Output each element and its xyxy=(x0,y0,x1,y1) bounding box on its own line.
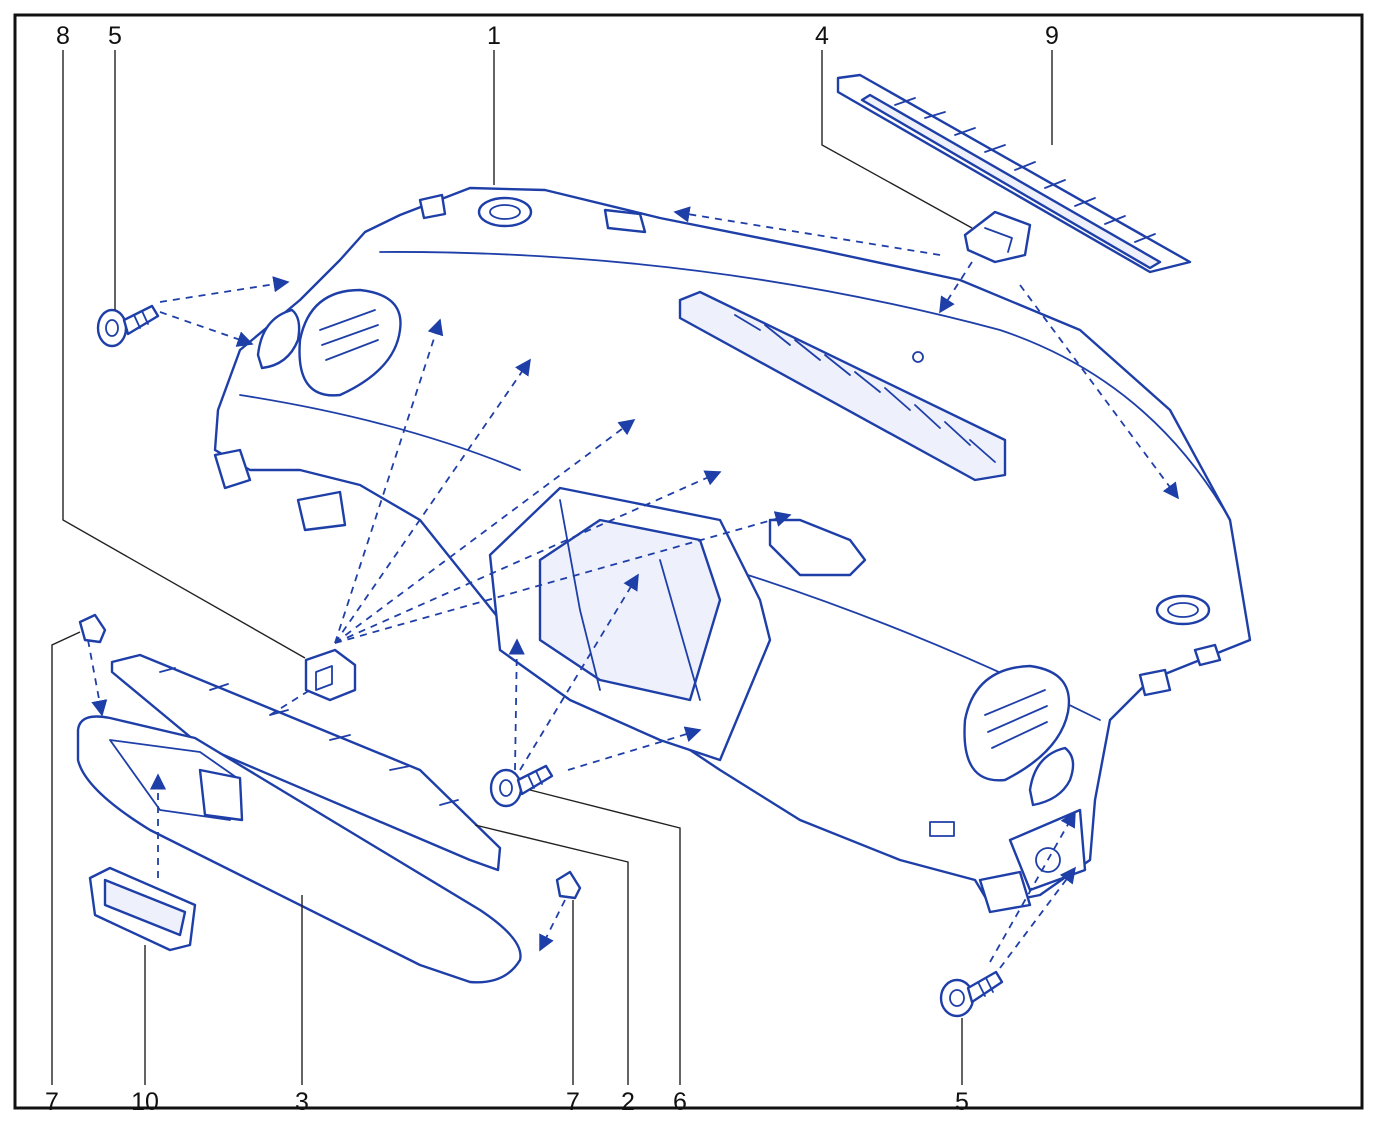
clip-part xyxy=(963,210,1032,264)
trim-strip-part xyxy=(110,653,502,872)
storage-pocket-part xyxy=(88,866,197,952)
callout-7-left: 7 xyxy=(45,1088,59,1116)
callout-labels: 1 4 9 8 5 7 10 3 7 2 6 5 xyxy=(45,22,1059,1116)
callout-5-top: 5 xyxy=(108,22,122,50)
callout-2: 2 xyxy=(621,1088,635,1116)
leader-lines xyxy=(51,50,1053,1085)
callout-4: 4 xyxy=(815,22,829,50)
callout-5-bottom: 5 xyxy=(955,1088,969,1116)
diagram-border xyxy=(13,13,1364,1110)
callout-3: 3 xyxy=(295,1088,309,1116)
clip-nut-part xyxy=(304,648,357,702)
callout-6: 6 xyxy=(673,1088,687,1116)
callout-10: 10 xyxy=(131,1088,159,1116)
screw-centre xyxy=(489,764,554,808)
clip-right xyxy=(555,870,582,900)
assembly-lines xyxy=(87,206,1179,969)
screw-top-left xyxy=(96,304,160,348)
lower-panel-part xyxy=(76,715,522,984)
defroster-grille-part xyxy=(836,73,1192,274)
callout-8: 8 xyxy=(56,22,70,50)
callout-9: 9 xyxy=(1045,22,1059,50)
clip-left xyxy=(78,613,107,644)
screw-bottom-right xyxy=(939,970,1004,1018)
callout-1: 1 xyxy=(487,22,501,50)
callout-7-right: 7 xyxy=(566,1088,580,1116)
dashboard-panel xyxy=(213,186,1252,914)
